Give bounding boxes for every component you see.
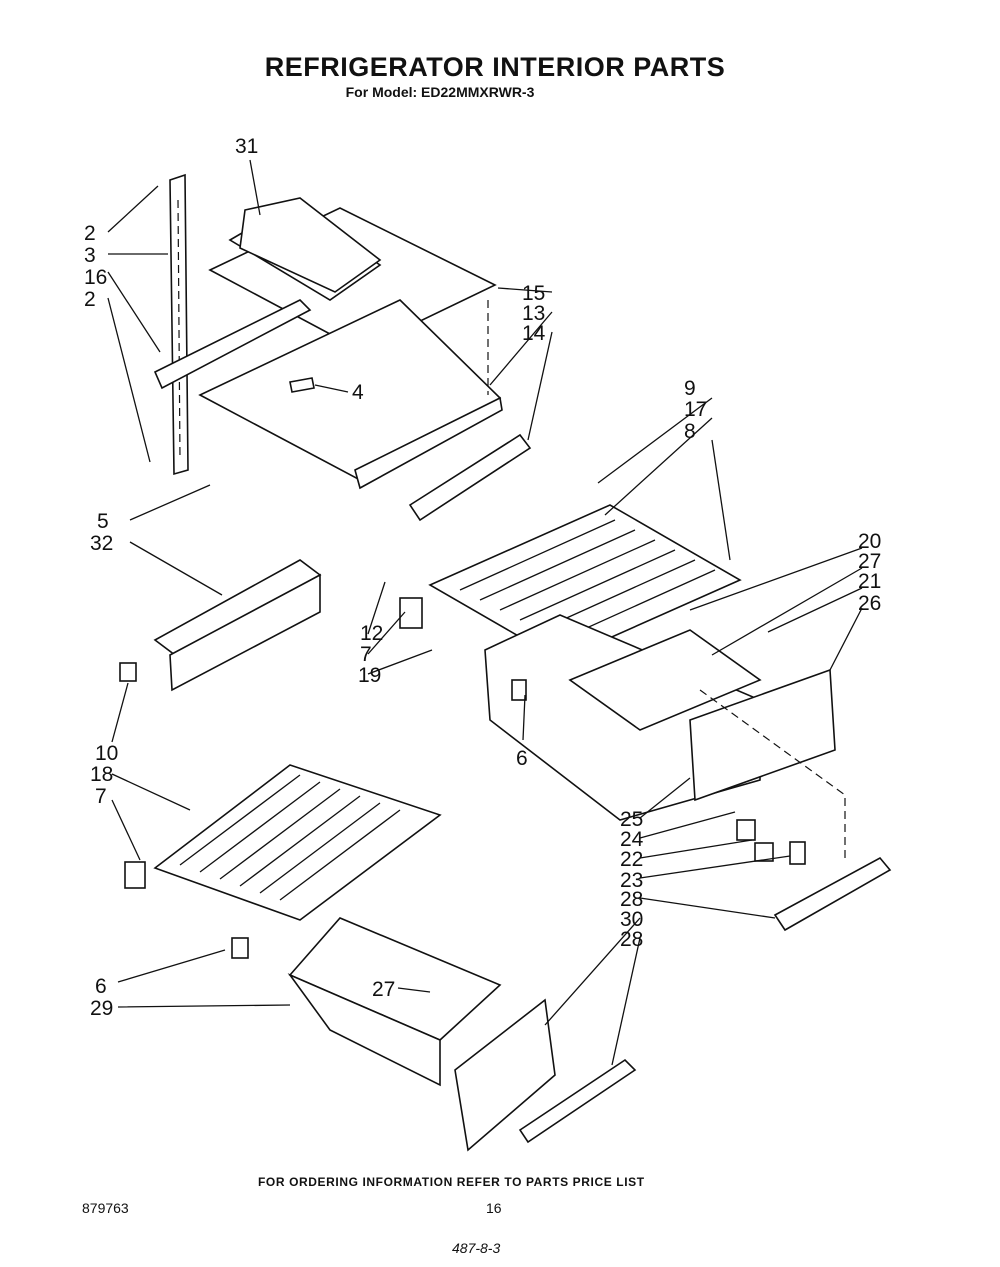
callout-number: 27 [372, 978, 395, 1001]
callout-number: 31 [235, 135, 258, 158]
callout-number: 27 [858, 550, 881, 573]
callout-number: 5 [97, 510, 109, 533]
callout-number: 10 [95, 742, 118, 765]
callout-number: 14 [522, 322, 546, 345]
callout-number: 18 [90, 763, 113, 786]
callout-number: 9 [684, 377, 696, 400]
document-number: 879763 [82, 1200, 129, 1216]
callout-number: 8 [684, 420, 696, 443]
page-number: 16 [486, 1200, 502, 1216]
callout-number: 13 [522, 302, 545, 325]
callout-number: 22 [620, 848, 643, 871]
callout-number: 16 [84, 266, 107, 289]
callout-number: 21 [858, 570, 881, 593]
parts-artwork [107, 159, 892, 1152]
callout-number: 12 [360, 622, 383, 645]
callout-number: 19 [358, 664, 381, 687]
callout-number: 17 [684, 398, 707, 421]
callout-number: 7 [95, 785, 107, 808]
callout-number: 28 [620, 928, 643, 951]
callout-number: 6 [95, 975, 107, 998]
handwritten-note: 487-8-3 [452, 1240, 501, 1256]
callout-number: 32 [90, 532, 113, 555]
ordering-note: FOR ORDERING INFORMATION REFER TO PARTS … [258, 1175, 645, 1189]
callout-number: 2 [84, 222, 96, 245]
callout-number: 4 [352, 381, 364, 404]
callout-number: 6 [516, 747, 528, 770]
callout-number: 3 [84, 244, 96, 267]
callout-number: 28 [620, 888, 643, 911]
callout-number: 29 [90, 997, 113, 1020]
callout-number: 30 [620, 908, 643, 931]
callout-number: 26 [858, 592, 881, 615]
callout-number: 23 [620, 869, 643, 892]
callout-number: 20 [858, 530, 881, 553]
callout-number: 25 [620, 808, 643, 831]
callout-number: 24 [620, 828, 644, 851]
callout-number: 7 [360, 643, 372, 666]
callout-number: 2 [84, 288, 96, 311]
page-title: REFRIGERATOR INTERIOR PARTS [264, 52, 726, 82]
callout-number: 15 [522, 282, 545, 305]
model-subtitle: For Model: ED22MMXRWR-3 [345, 84, 535, 100]
